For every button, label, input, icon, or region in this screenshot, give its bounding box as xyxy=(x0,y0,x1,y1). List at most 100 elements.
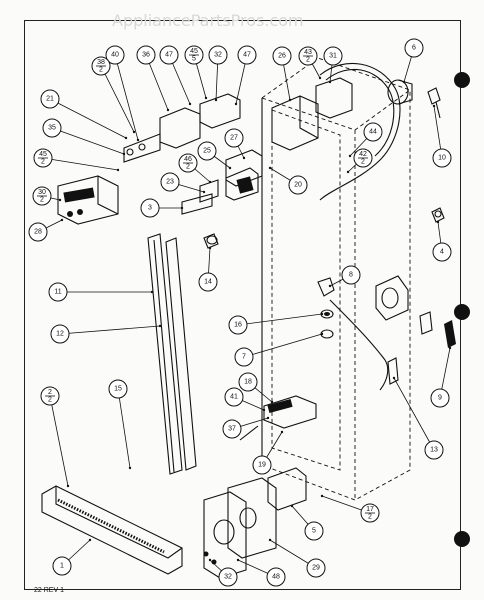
leader-line-45over2a xyxy=(42,157,119,171)
leader-tip-2over2 xyxy=(66,484,70,488)
callout-circle-3 xyxy=(140,198,160,218)
callout-label-28: 28 xyxy=(34,229,42,236)
callout-label-40: 40 xyxy=(111,52,119,59)
watermark-text: AppliancePartsPros.com xyxy=(112,11,304,30)
part-1-kickplate xyxy=(41,485,183,575)
leader-tip-18 xyxy=(270,400,274,404)
callout-label-30over2-numerator: 30 xyxy=(38,189,46,196)
callout-label-5: 5 xyxy=(312,528,316,535)
callout-circle-27 xyxy=(224,128,244,148)
callout-label-6: 6 xyxy=(412,45,416,52)
leader-tip-26 xyxy=(288,98,292,102)
breaker-strips xyxy=(147,233,197,475)
callout-label-45over2a-denominator: 2 xyxy=(41,159,45,166)
callout-circle-47a xyxy=(159,45,179,65)
callout-label-9: 9 xyxy=(438,395,442,402)
leader-tip-1 xyxy=(88,538,92,542)
callout-circle-41 xyxy=(224,387,244,407)
callout-label-21: 21 xyxy=(46,96,54,103)
callout-label-19: 19 xyxy=(258,462,266,469)
callout-circle-35 xyxy=(42,118,62,138)
callout-label-25: 25 xyxy=(203,148,211,155)
part-4-clip xyxy=(431,207,445,223)
leader-tip-10 xyxy=(432,104,436,108)
callout-label-7: 7 xyxy=(242,354,246,361)
callout-circle-13 xyxy=(424,440,444,460)
leader-line-38over2 xyxy=(100,65,135,133)
callout-circle-4 xyxy=(432,242,452,262)
part-13-clip xyxy=(387,357,399,385)
callout-circle-26 xyxy=(272,46,292,66)
leader-tip-15 xyxy=(128,466,132,470)
bottom-bracket xyxy=(239,395,317,441)
leader-tip-35 xyxy=(122,152,126,156)
callout-circle-37 xyxy=(222,419,242,439)
callout-label-23: 23 xyxy=(166,179,174,186)
callout-label-17over2-numerator: 17 xyxy=(366,506,374,513)
leader-tip-7 xyxy=(320,332,324,336)
callout-circle-18 xyxy=(238,372,258,392)
wire-harness xyxy=(319,62,401,201)
callout-label-45over5-numerator: 45 xyxy=(190,48,198,55)
callout-label-46over2-denominator: 2 xyxy=(186,164,190,171)
callout-circle-10 xyxy=(432,148,452,168)
leader-tip-32a xyxy=(214,98,218,102)
callout-circle-19 xyxy=(252,455,272,475)
light-switch-assembly xyxy=(181,149,263,215)
leader-tip-23 xyxy=(202,190,206,194)
leader-tip-46over2 xyxy=(208,180,212,184)
callout-label-14: 14 xyxy=(204,279,212,286)
callout-label-43over2-numerator: 43 xyxy=(304,49,312,56)
callout-label-13: 13 xyxy=(430,447,438,454)
leader-tip-31 xyxy=(328,80,332,84)
callout-circle-32b xyxy=(218,567,238,587)
leader-line-40 xyxy=(114,54,139,141)
leader-tip-5 xyxy=(290,504,294,508)
part-10-clip xyxy=(427,87,441,119)
callout-label-35: 35 xyxy=(48,125,56,132)
callout-circle-29 xyxy=(306,558,326,578)
callout-label-18: 18 xyxy=(244,379,252,386)
callout-label-44: 44 xyxy=(369,129,377,136)
leader-tip-36 xyxy=(166,108,170,112)
callout-label-15: 15 xyxy=(114,386,122,393)
leader-tip-28 xyxy=(60,218,64,222)
callout-label-36: 36 xyxy=(142,52,150,59)
leader-tip-19 xyxy=(280,430,284,434)
callout-circle-31 xyxy=(323,46,343,66)
callout-label-45over2a-numerator: 45 xyxy=(39,151,47,158)
leader-tip-13 xyxy=(392,376,396,380)
callout-label-12: 12 xyxy=(56,331,64,338)
leader-tip-25 xyxy=(228,166,232,170)
leader-tip-38over2 xyxy=(132,130,136,134)
leader-line-15 xyxy=(117,388,131,469)
leader-tip-43over2 xyxy=(318,76,322,80)
top-bracket-assembly xyxy=(271,77,353,151)
callout-label-47b: 47 xyxy=(243,52,251,59)
callout-circle-15 xyxy=(108,379,128,399)
callout-circle-11 xyxy=(48,282,68,302)
callout-label-42over2-denominator: 2 xyxy=(361,159,365,166)
callout-label-10: 10 xyxy=(438,155,446,162)
callout-circle-23 xyxy=(160,172,180,192)
callout-circle-6 xyxy=(404,38,424,58)
registration-dot xyxy=(454,304,470,320)
fan-assembly xyxy=(203,477,277,579)
callout-label-20: 20 xyxy=(294,182,302,189)
leader-tip-37 xyxy=(266,416,270,420)
callout-circle-36 xyxy=(136,45,156,65)
leader-line-35 xyxy=(51,127,125,155)
registration-dot xyxy=(454,72,470,88)
callout-circle-44 xyxy=(363,122,383,142)
leader-line-2over2 xyxy=(49,395,69,487)
callout-label-2over2-numerator: 2 xyxy=(48,389,52,396)
callout-label-1: 1 xyxy=(60,563,64,570)
leader-tip-20 xyxy=(268,166,272,170)
leader-tip-4 xyxy=(436,220,440,224)
part-14-plug xyxy=(203,233,219,249)
callout-label-45over5-denominator: 5 xyxy=(192,56,196,63)
callout-circle-48 xyxy=(266,567,286,587)
callout-label-46over2-numerator: 46 xyxy=(184,156,192,163)
leader-tip-29 xyxy=(268,538,272,542)
